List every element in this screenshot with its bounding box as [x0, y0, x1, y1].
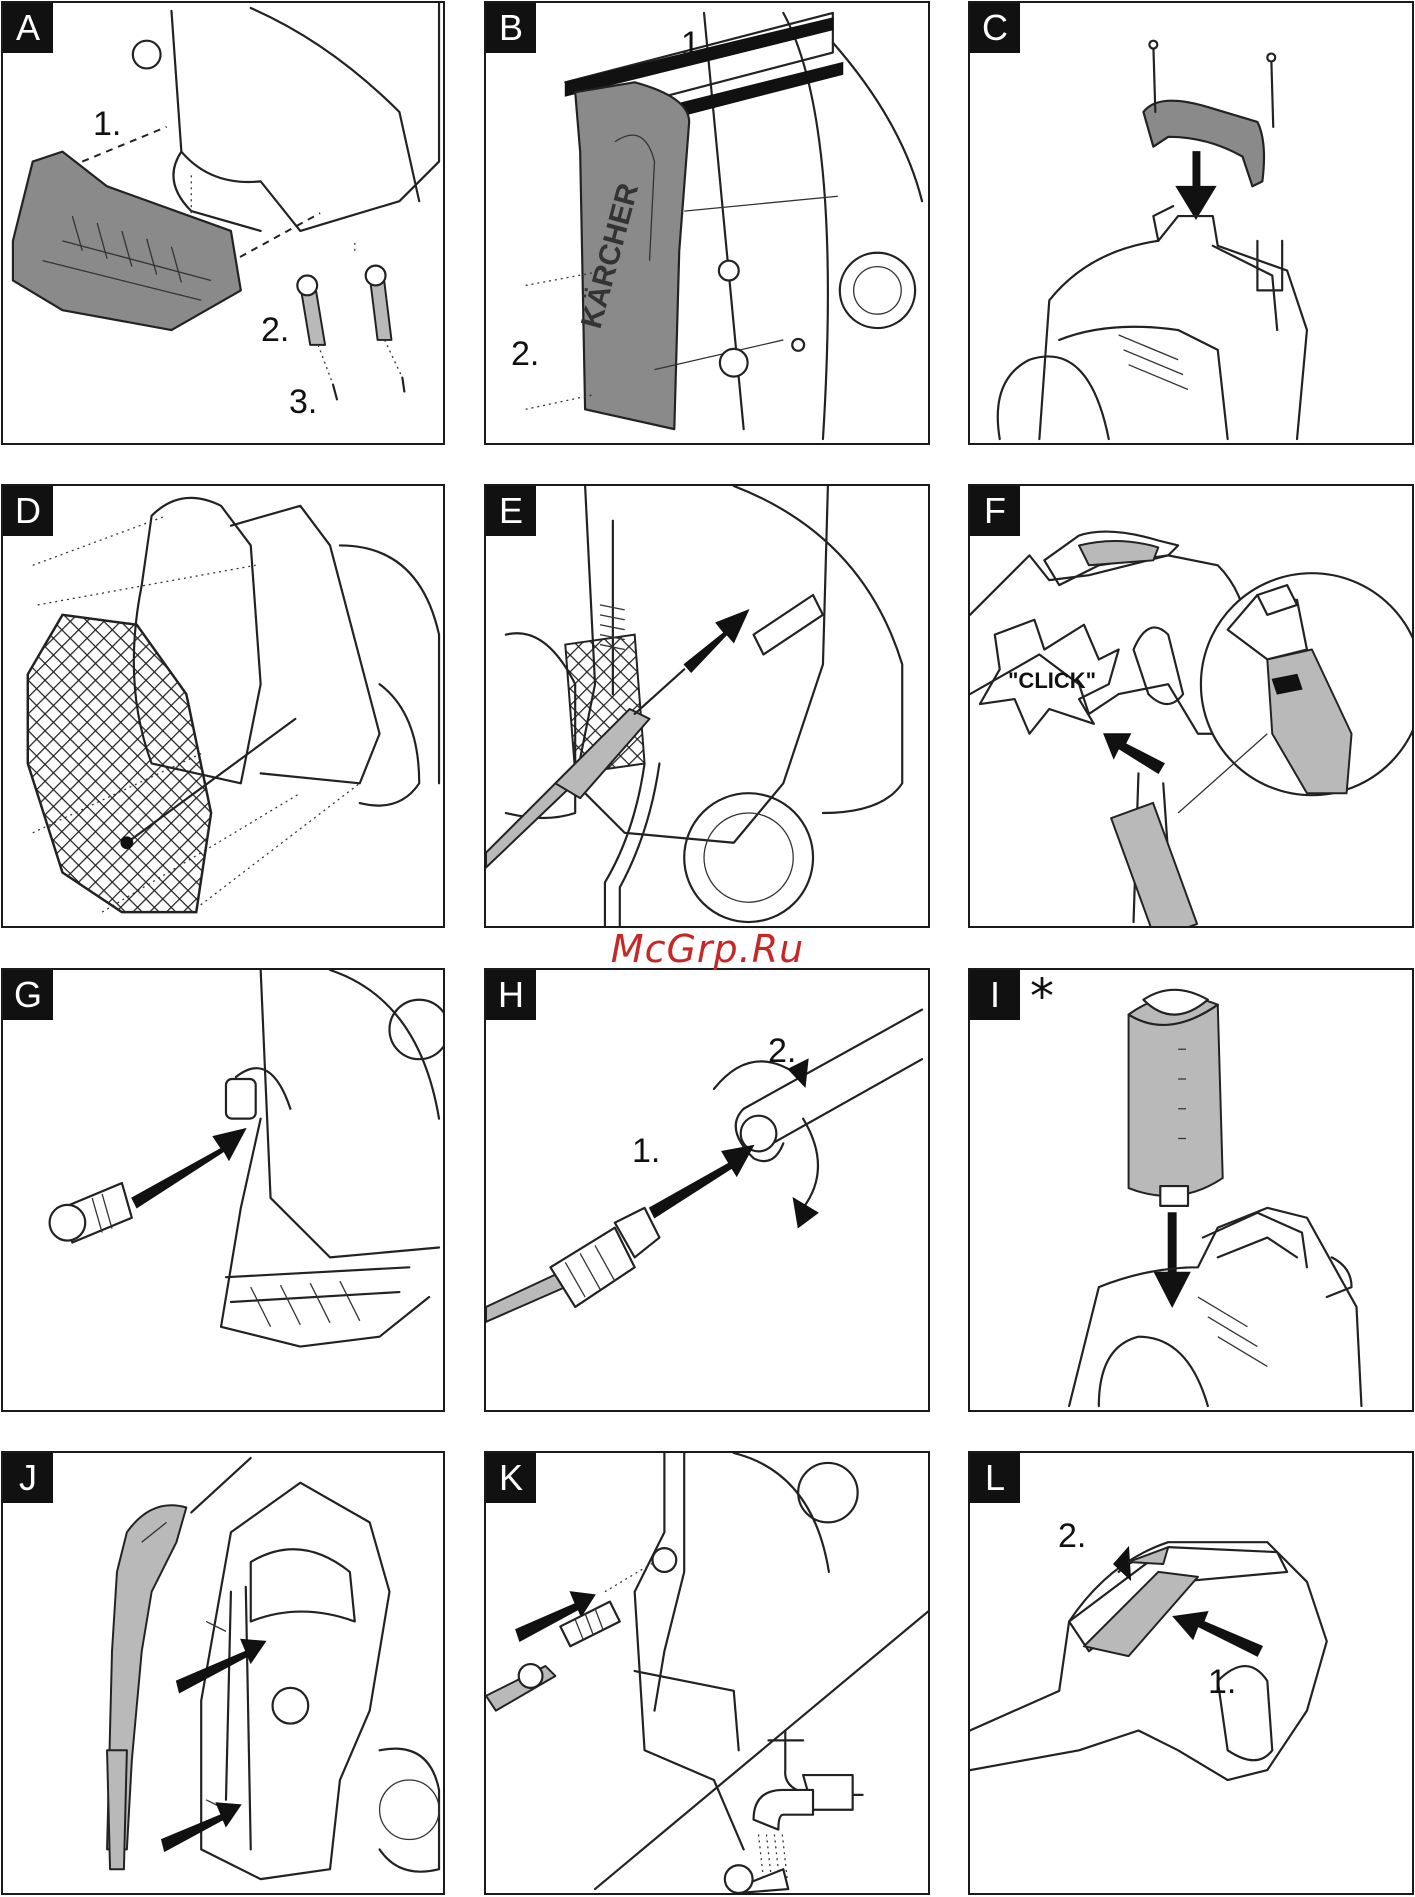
panel-i: I * [968, 968, 1414, 1412]
step-label: 2. [511, 335, 539, 374]
panel-e: E [484, 484, 930, 928]
illustration-lance-attach [486, 970, 928, 1410]
illustration-storage [3, 1453, 443, 1893]
illustration-detergent-bottle [970, 970, 1412, 1410]
illustration-base-cover [3, 3, 443, 443]
step-label: 3. [289, 383, 317, 422]
panel-letter: C [970, 3, 1020, 53]
step-label: 2. [768, 1032, 796, 1071]
illustration-clean-filter [486, 1453, 928, 1893]
panel-j: J [1, 1451, 445, 1895]
optional-marker: * [1030, 972, 1054, 1022]
step-label: 1. [632, 1132, 660, 1171]
panel-c: C [968, 1, 1414, 445]
panel-g: G [1, 968, 445, 1412]
panel-letter: E [486, 486, 536, 536]
panel-h: H 1. 2. [484, 968, 930, 1412]
illustration-hose-connection [486, 486, 928, 926]
panel-letter: I [970, 970, 1020, 1020]
panel-k: K [484, 1451, 930, 1895]
panel-letter: A [3, 3, 53, 53]
illustration-side-cover: KÄRCHER [486, 3, 928, 443]
illustration-spray-gun-click [970, 486, 1412, 926]
click-callout: "CLICK" [1008, 668, 1096, 694]
panel-letter: B [486, 3, 536, 53]
panel-letter: J [3, 1453, 53, 1503]
watermark: McGrp.Ru [0, 927, 1415, 971]
step-label: 1. [1208, 1663, 1236, 1702]
panel-d: D [1, 484, 445, 928]
step-label: 1. [93, 105, 121, 144]
panel-letter: G [3, 970, 53, 1020]
panel-a: A 1. 2. 3. [1, 1, 445, 445]
panel-b: B KÄRCHER 1. 2. [484, 1, 930, 445]
illustration-trigger-lock [970, 1453, 1412, 1893]
step-label: 2. [261, 311, 289, 350]
panel-letter: L [970, 1453, 1020, 1503]
panel-letter: F [970, 486, 1020, 536]
panel-letter: H [486, 970, 536, 1020]
step-label: 1. [681, 25, 709, 64]
panel-letter: D [3, 486, 53, 536]
illustration-mesh-filter [3, 486, 443, 926]
step-label: 2. [1058, 1517, 1086, 1556]
panel-f: F "CLICK" [968, 484, 1414, 928]
illustration-carry-handle [970, 3, 1412, 443]
panel-letter: K [486, 1453, 536, 1503]
illustration-water-inlet [3, 970, 443, 1410]
panel-l: L 1. 2. [968, 1451, 1414, 1895]
